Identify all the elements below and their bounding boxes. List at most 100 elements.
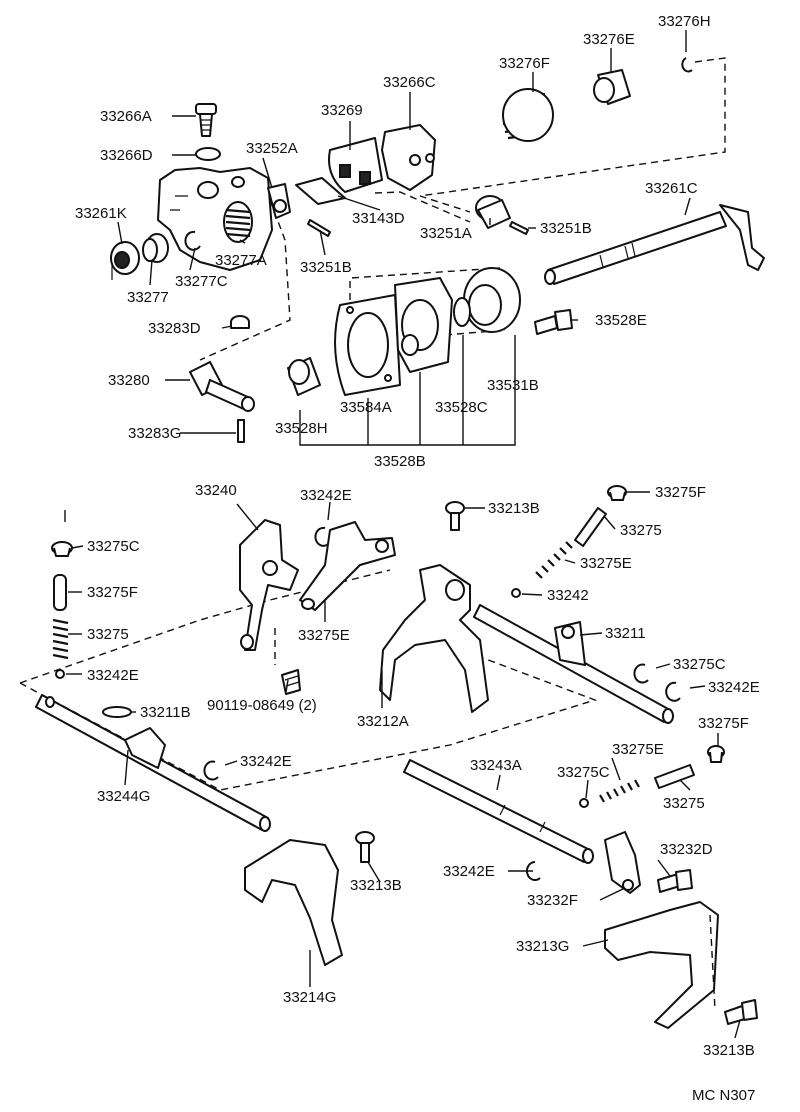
label-33276h: 33276H bbox=[658, 13, 711, 30]
part-33261c-shaft bbox=[544, 204, 765, 285]
part-33277-bushing bbox=[142, 233, 169, 263]
label-33275c-c: 33275C bbox=[557, 764, 610, 781]
label-90119: 90119-08649 (2) bbox=[207, 697, 317, 714]
label-33275f-b: 33275C bbox=[87, 538, 140, 555]
part-33275e-spring-left bbox=[52, 618, 69, 660]
label-33242e-c: 33242E bbox=[708, 679, 760, 696]
part-33275c-ball-right-upper bbox=[511, 588, 521, 598]
label-33252a: 33252A bbox=[246, 140, 298, 157]
label-33269: 33269 bbox=[321, 102, 363, 119]
label-33275f-a: 33275F bbox=[655, 484, 706, 501]
part-33251b-pin bbox=[307, 219, 331, 237]
label-33211b: 33211B bbox=[140, 704, 191, 721]
part-33211-shift-head bbox=[299, 521, 396, 611]
label-33242e-e: 33242E bbox=[443, 863, 495, 880]
label-33143d: 33143D bbox=[352, 210, 405, 227]
label-33232d: 33232D bbox=[660, 841, 713, 858]
label-33244g: 33244G bbox=[97, 788, 150, 805]
part-33276f-spring bbox=[502, 88, 554, 142]
label-33261k: 33261K bbox=[75, 205, 127, 222]
part-33232f-shift-head bbox=[604, 831, 641, 894]
label-33251b-left: 33251B bbox=[300, 259, 352, 276]
part-33266a-plug bbox=[195, 103, 217, 137]
part-33275-pin-lower bbox=[654, 764, 695, 789]
part-33213b-bolt-upper bbox=[445, 501, 465, 531]
part-33277a-spring bbox=[223, 201, 253, 243]
leader-lines bbox=[64, 30, 741, 1039]
label-33275c-b: 33242E bbox=[87, 667, 139, 684]
label-33266a: 33266A bbox=[100, 108, 152, 125]
label-33232f: 33232F bbox=[527, 892, 578, 909]
part-33242e-clip-upper bbox=[314, 526, 331, 547]
part-33528h-bearing bbox=[287, 357, 321, 396]
label-33275e-a: 33275E bbox=[580, 555, 632, 572]
part-33232d-bolt bbox=[657, 869, 693, 893]
part-33213b-bolt-lower bbox=[724, 999, 758, 1025]
part-33242e-clip-right-a bbox=[633, 663, 649, 684]
label-33240: 33240 bbox=[195, 482, 237, 499]
part-33269-plate bbox=[328, 137, 383, 193]
label-33275c-a: 33242 bbox=[547, 587, 589, 604]
part-labels: 33266A 33266D 33269 33266C 33276F 33276E… bbox=[75, 13, 760, 1104]
label-33277a: 33277A bbox=[215, 252, 267, 269]
part-33280-lever bbox=[189, 361, 255, 412]
part-33283g-pin bbox=[237, 419, 245, 443]
part-33283d-nut bbox=[230, 315, 250, 329]
label-33242: 33211 bbox=[605, 625, 646, 642]
part-33531b-seal-housing bbox=[453, 267, 521, 333]
label-33242e-a: 33242E bbox=[300, 487, 352, 504]
label-33283g: 33283G bbox=[128, 425, 181, 442]
part-33266d-washer bbox=[195, 147, 221, 161]
part-33275-pin-left bbox=[53, 574, 67, 611]
part-33275e-spring-right-upper bbox=[535, 541, 573, 579]
part-33276e-seat bbox=[593, 69, 631, 105]
part-33528c-extension-housing bbox=[394, 277, 453, 373]
part-33275f-plug-lower bbox=[707, 745, 725, 763]
label-33276e: 33276E bbox=[583, 31, 635, 48]
part-33243a-shift-rail bbox=[403, 759, 594, 864]
part-33244g-shift-rail bbox=[35, 694, 271, 832]
label-33275-c: 33275 bbox=[663, 795, 705, 812]
label-33261c: 33261C bbox=[645, 180, 698, 197]
part-33251b-small-pin bbox=[509, 221, 529, 235]
bracket-33528b bbox=[299, 335, 516, 446]
part-33276h-ring bbox=[681, 57, 693, 73]
label-33528b: 33528B bbox=[374, 453, 426, 470]
part-33213g-shift-fork bbox=[604, 901, 719, 1029]
label-33277c: 33277C bbox=[175, 273, 228, 290]
label-33266d: 33266D bbox=[100, 147, 153, 164]
part-33242e-clip-right-b bbox=[665, 681, 681, 702]
label-33531b: 33531B bbox=[487, 377, 539, 394]
part-33242-shift-rail bbox=[473, 604, 674, 724]
label-33276f: 33276F bbox=[499, 55, 550, 72]
label-33213b-b: 33213B bbox=[350, 877, 402, 894]
part-33266c-cover bbox=[381, 124, 436, 191]
label-33251b-right: 33251B bbox=[540, 220, 592, 237]
label-33275-b: 33275F bbox=[87, 584, 138, 601]
label-33251a: 33251A bbox=[420, 225, 472, 242]
part-33252a-clip bbox=[267, 183, 291, 219]
dashed-lower-right bbox=[709, 914, 716, 1011]
label-33213b-a: 33213B bbox=[488, 500, 540, 517]
label-33528e: 33528E bbox=[595, 312, 647, 329]
label-33211: 33275E bbox=[298, 627, 350, 644]
label-33528c: 33528C bbox=[435, 399, 488, 416]
part-33242e-clip-lower bbox=[525, 860, 541, 881]
part-33275c-ball-left bbox=[55, 669, 65, 679]
label-33528h: 33528H bbox=[275, 420, 328, 437]
label-33277: 33277 bbox=[127, 289, 169, 306]
part-33214g-shift-fork bbox=[244, 839, 343, 966]
label-33213b-c: 33213B bbox=[703, 1042, 755, 1059]
part-33528e-bolt bbox=[534, 309, 573, 335]
label-33214g: 33214G bbox=[283, 989, 336, 1006]
part-33240-shift-head bbox=[239, 519, 299, 651]
part-33242e-clip-mid-left bbox=[203, 760, 219, 781]
part-33275f-plug-left bbox=[51, 541, 73, 557]
part-90119-bolt bbox=[281, 669, 301, 695]
label-33212a: 33212A bbox=[357, 713, 409, 730]
part-33261k-boot bbox=[110, 241, 140, 280]
label-33243a: 33243A bbox=[470, 757, 522, 774]
label-33584a: 33584A bbox=[340, 399, 392, 416]
part-33211b-pin bbox=[102, 706, 132, 718]
label-33280: 33280 bbox=[108, 372, 150, 389]
